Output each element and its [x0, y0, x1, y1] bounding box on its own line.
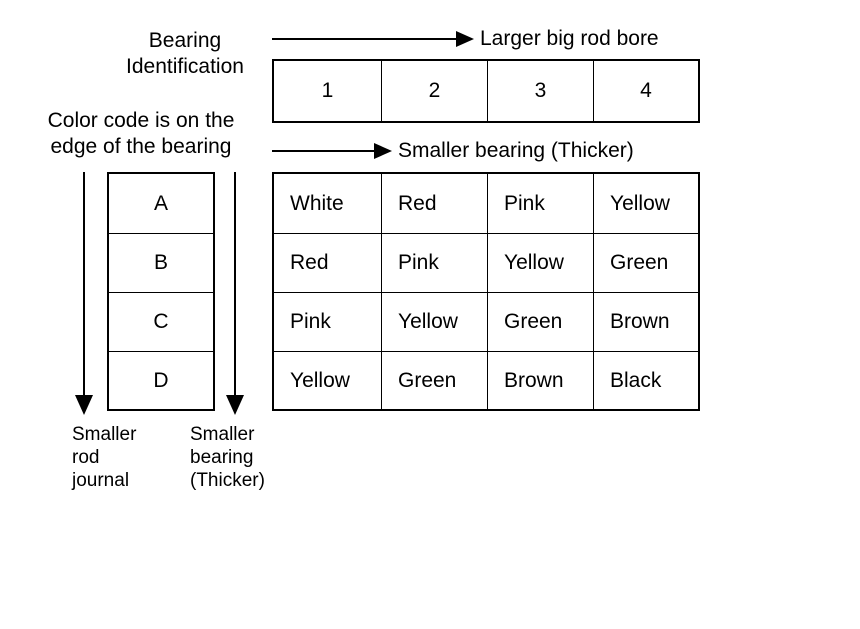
color-cell-d3: Brown	[487, 352, 593, 410]
color-cell-d2: Green	[381, 352, 487, 410]
larger-big-rod-bore-caption: Larger big rod bore	[480, 27, 659, 50]
color-cell-a2: Red	[381, 174, 487, 233]
smaller-rod-journal-label: Smaller rod journal	[72, 424, 137, 491]
number-cell-1: 1	[321, 79, 334, 102]
smaller-bearing-thicker-label: Smaller bearing (Thicker)	[190, 424, 265, 491]
rod-journal-letter-table: A B C D	[107, 172, 215, 411]
color-cell-b2: Pink	[381, 234, 487, 292]
color-cell-a3: Pink	[487, 174, 593, 233]
color-cell-d1: Yellow	[290, 369, 350, 392]
table-row: D	[109, 351, 213, 410]
smaller-rod-journal-arrow-icon	[75, 172, 93, 415]
color-cell-b3: Yellow	[487, 234, 593, 292]
number-cell-2: 2	[381, 61, 487, 121]
color-cell-a1: White	[290, 191, 344, 215]
bearing-color-code-table: White Red Pink Yellow Red Pink Yellow Gr…	[272, 172, 700, 411]
table-row: Yellow Green Brown Black	[274, 351, 698, 410]
smaller-bearing-thicker-caption: Smaller bearing (Thicker)	[398, 139, 634, 162]
table-row: C	[109, 292, 213, 351]
letter-cell-c: C	[153, 310, 169, 333]
bearing-identification-label: Bearing Identification	[126, 29, 244, 78]
color-cell-a4: Yellow	[593, 174, 698, 233]
smaller-bearing-arrow-icon	[272, 143, 392, 159]
letter-cell-d: D	[153, 369, 169, 392]
table-row: White Red Pink Yellow	[274, 174, 698, 233]
table-row: A	[109, 174, 213, 233]
color-code-note-label: Color code is on the edge of the bearing	[47, 109, 235, 158]
number-cell-3: 3	[487, 61, 593, 121]
color-cell-b1: Red	[290, 251, 329, 274]
table-row: Red Pink Yellow Green	[274, 233, 698, 292]
table-row: Pink Yellow Green Brown	[274, 292, 698, 351]
table-row: B	[109, 233, 213, 292]
color-cell-c3: Green	[487, 293, 593, 351]
letter-cell-a: A	[153, 191, 168, 215]
color-cell-c4: Brown	[593, 293, 698, 351]
color-cell-c1: Pink	[290, 310, 331, 333]
color-cell-c2: Yellow	[381, 293, 487, 351]
bearing-identification-number-table: 1 2 3 4	[272, 59, 700, 123]
larger-big-rod-bore-arrow-icon	[272, 31, 474, 47]
table-row: 1 2 3 4	[274, 61, 698, 121]
smaller-bearing-thicker-arrow-icon	[226, 172, 244, 415]
color-cell-b4: Green	[593, 234, 698, 292]
color-cell-d4: Black	[593, 352, 698, 410]
number-cell-4: 4	[593, 61, 698, 121]
letter-cell-b: B	[153, 251, 168, 274]
